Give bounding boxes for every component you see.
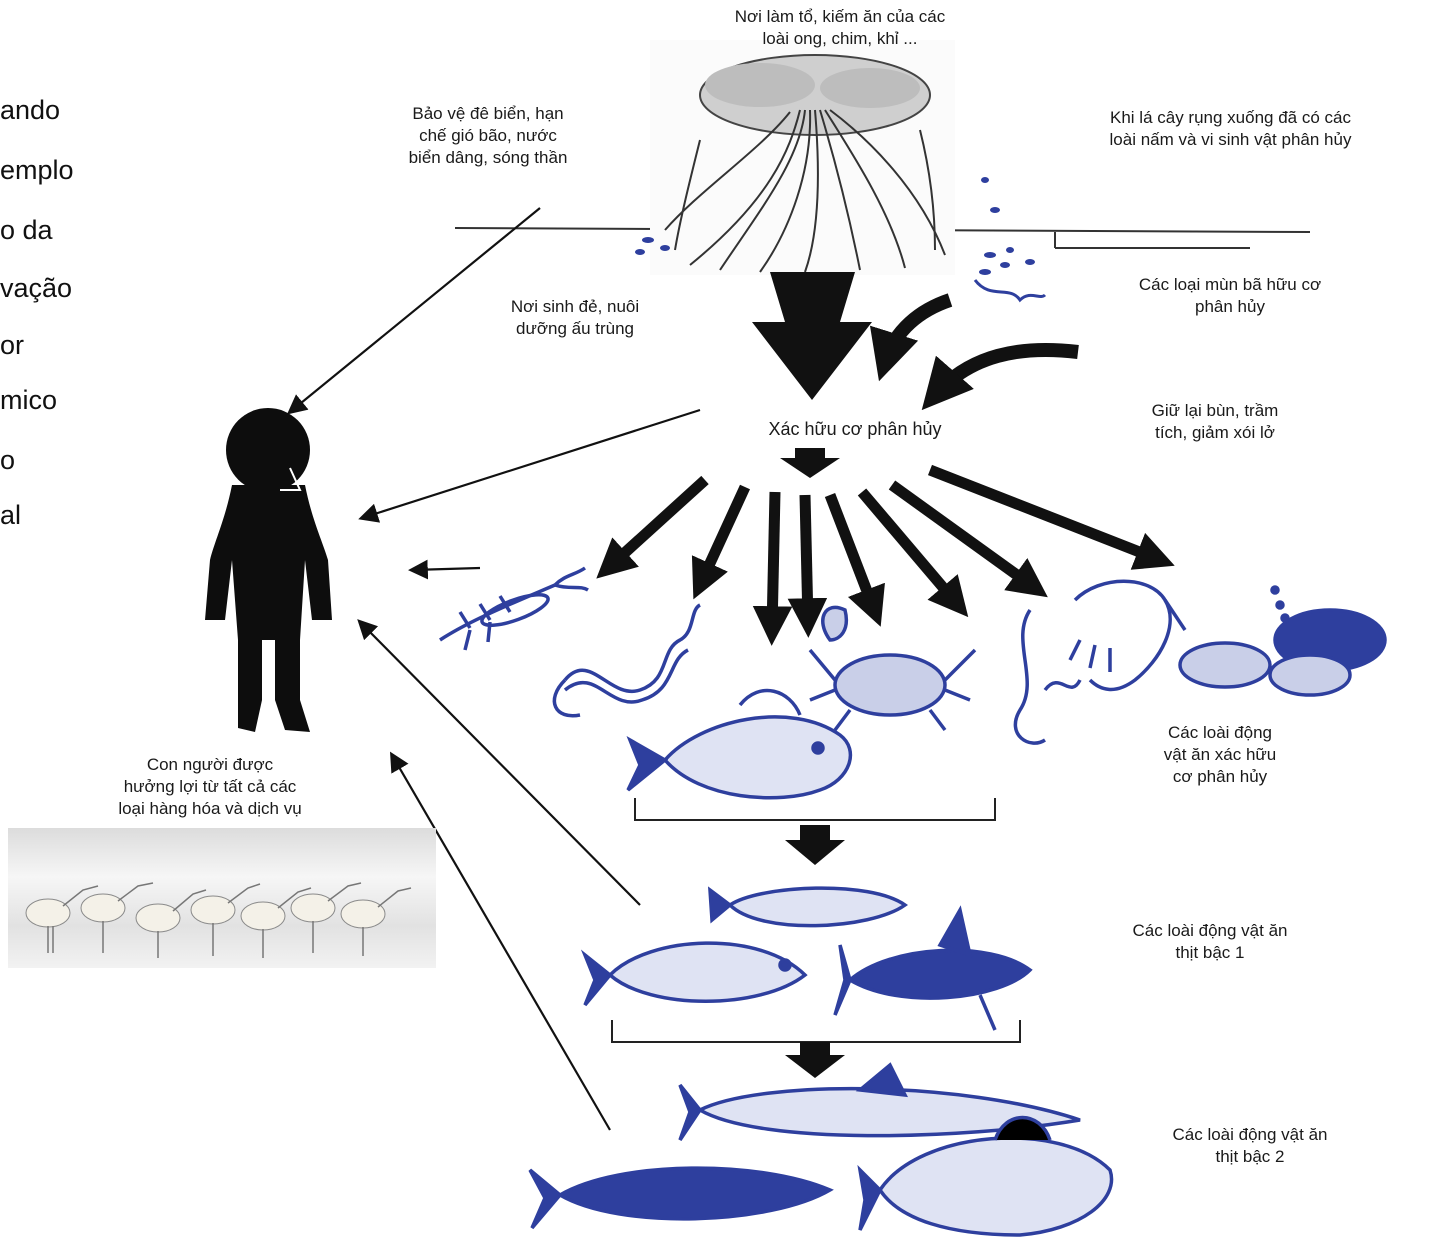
fish-icon: [628, 691, 850, 798]
label-line: Con người được: [70, 754, 350, 776]
arrow-to-carnivores-2: [785, 1042, 845, 1078]
lobster-icon: [440, 568, 588, 650]
bracket-detritivores: [635, 798, 995, 820]
label-humus: Các loại mùn bã hữu cơ phân hủy: [1080, 274, 1380, 318]
label-line: tích, giảm xói lở: [1095, 422, 1335, 444]
label-line: Khi lá cây rụng xuống đã có các: [1028, 107, 1433, 129]
label-line: Bảo vệ đê biển, hạn: [368, 103, 608, 125]
label-line: Các loài động vật ăn: [1060, 920, 1360, 942]
label-line: Các loài động: [1115, 722, 1325, 744]
label-line: Nơi sinh đẻ, nuôi: [470, 296, 680, 318]
fungi-icon: [975, 280, 1045, 300]
label-line: chế gió bão, nước: [368, 125, 608, 147]
mangrove-tree-icon: [650, 40, 955, 275]
birds-illustration: [8, 828, 436, 968]
fish-icon: [530, 1168, 830, 1228]
label-nesting: Nơi làm tổ, kiếm ăn của các loài ong, ch…: [690, 6, 990, 50]
label-line: thịt bậc 2: [1100, 1146, 1400, 1168]
label-line: Các loài động vật ăn: [1100, 1124, 1400, 1146]
label-line: loài nấm và vi sinh vật phân hủy: [1028, 129, 1433, 151]
label-human: Con người được hưởng lợi từ tất cả các l…: [70, 754, 350, 820]
label-carnivores-2: Các loài động vật ăn thịt bậc 2: [1100, 1124, 1400, 1168]
label-detritivores: Các loài động vật ăn xác hữu cơ phân hủy: [1115, 722, 1325, 788]
label-spawning: Nơi sinh đẻ, nuôi dưỡng ấu trùng: [470, 296, 680, 340]
label-line: dưỡng ấu trùng: [470, 318, 680, 340]
sediment-arrow: [935, 350, 1078, 395]
shrimp-icon: [1070, 581, 1185, 689]
clam-icon: [1180, 587, 1385, 695]
label-line: loại hàng hóa và dịch vụ: [70, 798, 350, 820]
label-sediment: Giữ lại bùn, trầm tích, giảm xói lở: [1095, 400, 1335, 444]
label-line: loài ong, chim, khỉ ...: [690, 28, 990, 50]
worm-icon: [1015, 610, 1080, 743]
label-line: thịt bậc 1: [1060, 942, 1360, 964]
label-line: hưởng lợi từ tất cả các: [70, 776, 350, 798]
bracket-carnivores-1: [612, 1020, 1020, 1042]
label-fallen-leaves: Khi lá cây rụng xuống đã có các loài nấm…: [1028, 107, 1433, 151]
label-detritus: Xác hữu cơ phân hủy: [705, 418, 1005, 440]
detritivore-arrows: [608, 470, 1160, 630]
label-line: phân hủy: [1080, 296, 1380, 318]
label-line: Giữ lại bùn, trầm: [1095, 400, 1335, 422]
label-line: Các loại mùn bã hữu cơ: [1080, 274, 1380, 296]
fish-icon: [585, 943, 805, 1005]
label-line: vật ăn xác hữu: [1115, 744, 1325, 766]
label-line: cơ phân hủy: [1115, 766, 1325, 788]
input-arrows: [752, 272, 872, 400]
crab-icon: [810, 607, 975, 730]
label-line: Xác hữu cơ phân hủy: [705, 418, 1005, 440]
humus-arrow: [885, 300, 950, 362]
fish-icon: [710, 888, 905, 926]
label-carnivores-1: Các loài động vật ăn thịt bậc 1: [1060, 920, 1360, 964]
worm-icon: [554, 605, 700, 716]
birds-photo: [8, 828, 436, 968]
small-down-arrow: [780, 448, 840, 478]
arrow-to-carnivores-1: [785, 825, 845, 865]
human-silhouette-icon: [205, 408, 332, 732]
big-down-arrow: [752, 272, 872, 400]
shark-icon: [835, 910, 1030, 1030]
label-dike: Bảo vệ đê biển, hạn chế gió bão, nước bi…: [368, 103, 608, 169]
label-line: Nơi làm tổ, kiếm ăn của các: [690, 6, 990, 28]
label-line: biển dâng, sóng thần: [368, 147, 608, 169]
